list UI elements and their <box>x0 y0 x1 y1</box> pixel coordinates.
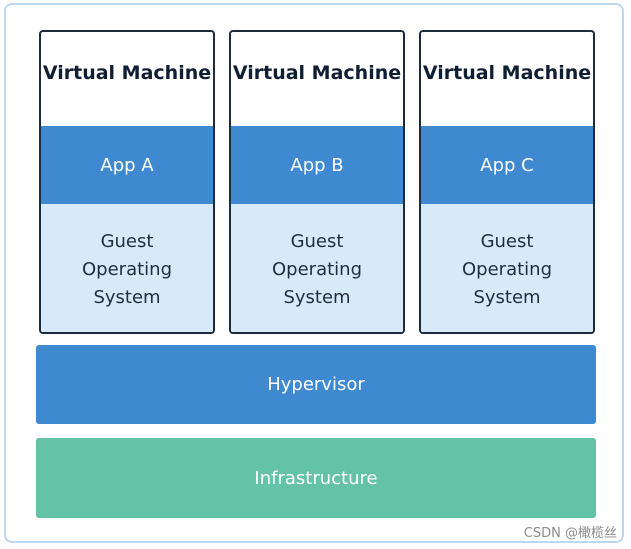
app-a-block: App A <box>41 126 213 204</box>
virtual-machine-c: Virtual Machine App C Guest Operating Sy… <box>419 30 595 334</box>
hypervisor-layer: Hypervisor <box>36 345 596 424</box>
infrastructure-label: Infrastructure <box>254 467 378 489</box>
guest-os-block: Guest Operating System <box>41 204 213 332</box>
app-c-block: App C <box>421 126 593 204</box>
infrastructure-layer: Infrastructure <box>36 438 596 518</box>
hypervisor-label: Hypervisor <box>267 374 365 395</box>
virtual-machine-a: Virtual Machine App A Guest Operating Sy… <box>39 30 215 334</box>
vm-title: Virtual Machine <box>232 62 402 84</box>
vm-title: Virtual Machine <box>422 62 592 84</box>
guest-os-block: Guest Operating System <box>421 204 593 332</box>
app-b-block: App B <box>231 126 403 204</box>
virtual-machine-b: Virtual Machine App B Guest Operating Sy… <box>229 30 405 334</box>
watermark: CSDN @橄榄丝 <box>523 526 617 541</box>
vm-title: Virtual Machine <box>42 62 212 84</box>
guest-os-block: Guest Operating System <box>231 204 403 332</box>
